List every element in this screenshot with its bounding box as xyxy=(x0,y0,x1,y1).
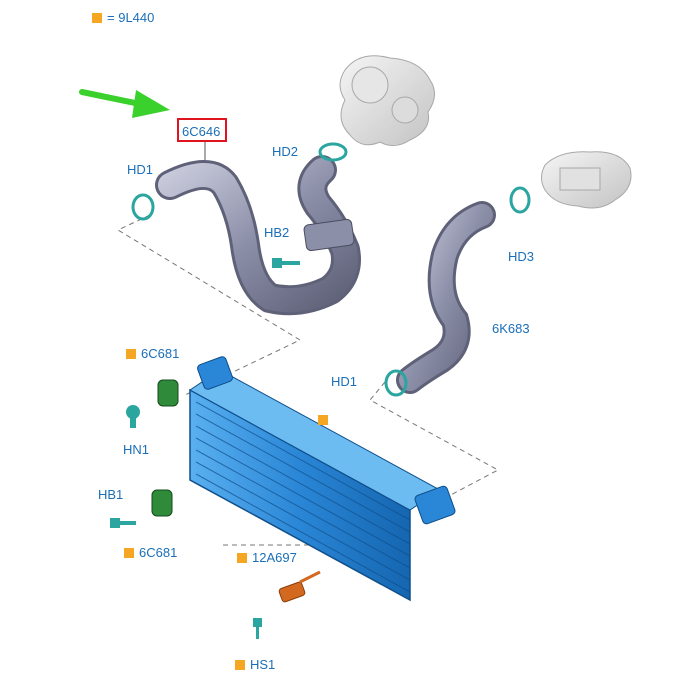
intercooler-marker-icon xyxy=(318,415,328,425)
clamp-hd1-right-icon xyxy=(384,369,408,397)
label-hd1-top[interactable]: HD1 xyxy=(127,162,154,177)
label-hs1: HS1 xyxy=(235,658,275,672)
label-hd1-right[interactable]: HD1 xyxy=(331,374,358,389)
label-6k683[interactable]: 6K683 xyxy=(492,321,530,336)
label-hd3[interactable]: HD3 xyxy=(508,249,535,264)
mount-bottom-icon xyxy=(151,489,173,517)
marker-icon xyxy=(237,553,247,563)
label-6c646[interactable]: 6C646 xyxy=(182,124,221,139)
marker-icon xyxy=(124,548,134,558)
label-6c681-bottom: 6C681 xyxy=(124,546,177,560)
bolt-hb2-icon xyxy=(272,258,300,268)
bolt-hb1-icon xyxy=(110,518,136,528)
throttle-body-outline xyxy=(541,151,632,209)
title-code: 9L440 xyxy=(118,10,155,25)
mount-top-icon xyxy=(157,379,179,407)
hose-6c646 xyxy=(155,155,361,316)
turbocharger-outline xyxy=(339,55,435,146)
clamp-hd1-top-icon xyxy=(131,193,155,221)
green-arrow-icon xyxy=(79,89,170,118)
marker-icon xyxy=(126,349,136,359)
label-hn1[interactable]: HN1 xyxy=(123,442,150,457)
label-hb2[interactable]: HB2 xyxy=(264,225,290,240)
marker-icon xyxy=(92,13,102,23)
label-hb1[interactable]: HB1 xyxy=(98,487,124,502)
clamp-hd3-icon xyxy=(509,186,531,214)
marker-icon xyxy=(235,660,245,670)
screw-hs1-icon xyxy=(253,618,262,639)
sensor-12a697-icon xyxy=(278,570,321,603)
intercooler xyxy=(189,356,456,602)
label-6c681-top: 6C681 xyxy=(126,347,179,361)
clamp-hd2-icon xyxy=(318,142,348,162)
label-12a697: 12A697 xyxy=(237,551,297,565)
title-prefix: = xyxy=(107,10,119,25)
hose-6k683 xyxy=(396,201,496,394)
label-hd2[interactable]: HD2 xyxy=(272,144,299,159)
title-label: = 9L440 xyxy=(92,11,154,25)
highlight-box-6c646: 6C646 xyxy=(177,118,227,142)
nut-hn1-icon xyxy=(126,405,140,428)
